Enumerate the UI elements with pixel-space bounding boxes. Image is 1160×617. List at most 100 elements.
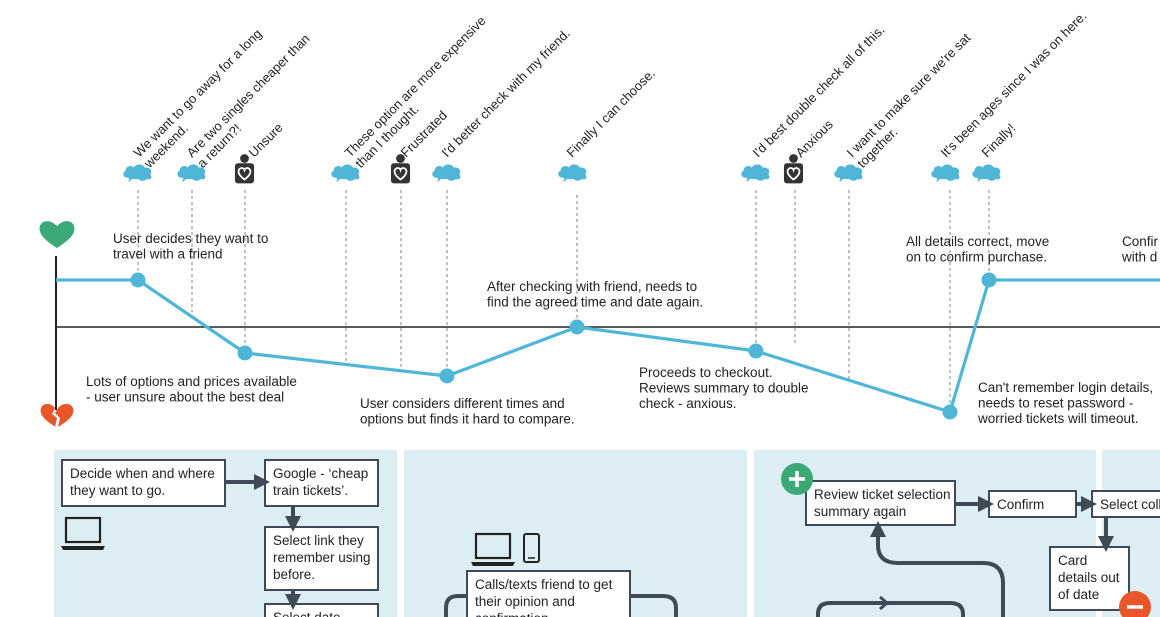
flow-box-call-friend-label-line: their opinion and [475,594,575,609]
flow-box-card-out-of-date-frame [1049,546,1130,611]
flow-box-call-friend-label-line: confirmation [475,611,549,617]
flow-box-card-out-of-date-label-line: Card [1058,553,1087,568]
journey-note-n2-line: Lots of options and prices available [86,374,297,389]
journey-point [942,404,958,420]
flow-box-select-link-label-line: remember using [273,550,371,565]
flow-loop [816,601,965,617]
plus-circle-icon-mark [789,471,805,487]
flow-box-review-label-line: summary again [814,504,906,519]
thought-text: Anxious [793,116,837,160]
flow-box-confirm-label: Confirm [997,497,1044,512]
flow-box-review-label: Review ticket selection summary again [814,487,951,519]
flow-box-call-friend-frame [466,570,631,617]
thought-cloud-icon [931,164,960,183]
laptop-icon [61,516,105,550]
thought-text: It's been ages since I was on here. [938,8,1090,160]
thought-cloud-icon [432,164,461,183]
flow-box-select-link: Select link they remember using before. [264,526,379,591]
thought-t9: Anxious [793,116,837,160]
journey-point [569,319,585,335]
flow-box-decide-frame [61,459,226,507]
journey-point [439,368,455,384]
journey-note-n4-line: After checking with friend, needs to [487,279,697,294]
journey-note-n8-line: Confir [1122,234,1159,249]
flow-box-google-label-line: Google - ‘cheap [273,466,368,481]
journey-point [748,343,764,359]
thought-cloud-icon [972,164,1001,183]
flow-box-google: Google - ‘cheap train tickets’. [264,459,379,507]
thought-t11: It's been ages since I was on here. [938,8,1090,160]
flow-box-select-link-label-line: before. [273,567,315,582]
journey-point [130,272,146,288]
flow-box-call-friend-label: Calls/texts friend to get their opinion a… [475,577,613,617]
thought-text: Finally I can choose. [564,66,658,160]
thought-text: Unsure [246,120,286,160]
flow-box-call-friend-label-line: Calls/texts friend to get [475,577,613,592]
journey-note-n3-line: User considers different times and [360,396,565,411]
thought-text: Finally! [979,120,1019,160]
flow-loop-chevron [879,595,890,611]
flow-box-select-collection-label-line: Select coll [1100,497,1160,512]
thought-text-line: Finally! [979,120,1019,160]
journey-note-n2: Lots of options and prices available- us… [86,374,297,405]
flow-box-decide-label-line: Decide when and where [70,466,215,481]
flow-box-google-frame [264,459,379,507]
journey-note-n5-line: Reviews summary to double [639,381,809,396]
flow-return-arrow [870,521,1005,617]
thought-t3: Unsure [246,120,286,160]
flow-box-select-date-label-line: Select date [273,610,341,617]
laptop-icon [471,532,515,566]
minus-circle-icon-disc [1119,591,1151,617]
thought-cloud-icon [558,164,587,183]
thought-cloud-icon [331,164,360,183]
laptop-icon-screen [64,516,102,544]
journey-note-n7-line: All details correct, move [906,234,1049,249]
journey-note-n6-line: Can't remember login details, [978,380,1153,395]
flow-box-review-label-line: Review ticket selection [814,487,951,502]
flow-box-google-label-line: train tickets’. [273,483,348,498]
heart-badge-icon [234,153,255,185]
mobile-phone-icon-body [523,533,540,563]
flow-box-select-date-label: Select date [273,610,341,617]
journey-note-n7-line: on to confirm purchase. [906,250,1047,265]
journey-note-n1-line: travel with a friend [113,247,223,262]
flow-box-select-link-label: Select link they remember using before. [273,533,371,582]
thought-t12: Finally! [979,120,1019,160]
laptop-icon-base [61,546,105,550]
flow-box-select-link-frame [264,526,379,591]
flow-box-card-out-of-date: Card details out of date [1049,546,1130,611]
flow-box-card-out-of-date-label-line: of date [1058,587,1099,602]
flow-box-select-collection: Select coll [1091,490,1160,518]
thought-cloud-icon [741,164,770,183]
flow-loop [444,594,466,617]
journey-point [237,345,253,361]
flow-box-review: Review ticket selection summary again [805,480,956,526]
flow-box-select-link-label-line: Select link they [273,533,364,548]
thought-text-line: Finally I can choose. [564,66,658,160]
journey-note-n3-line: options but finds it hard to compare. [360,412,575,427]
minus-circle-icon [1119,591,1151,617]
journey-note-n5-line: check - anxious. [639,396,737,411]
green-heart-icon [39,221,75,248]
flow-box-select-date: Select date [264,603,379,617]
flow-loop [631,594,678,617]
mobile-phone-icon [523,533,540,563]
journey-note-n5-line: Proceeds to checkout. [639,365,773,380]
thought-cloud-icon [834,164,863,183]
journey-note-n1-line: User decides they want to [113,231,268,246]
flow-box-confirm: Confirm [988,490,1077,518]
journey-note-n4-line: find the agreed time and date again. [487,295,703,310]
flow-box-card-out-of-date-label-line: details out [1058,570,1120,585]
plus-circle-icon [781,463,813,495]
journey-note-n6: Can't remember login details,needs to re… [977,380,1153,426]
flow-box-confirm-label-line: Confirm [997,497,1044,512]
laptop-icon-base [471,562,515,566]
flow-box-google-label: Google - ‘cheap train tickets’. [273,466,368,498]
thought-text-line: Anxious [793,116,837,160]
